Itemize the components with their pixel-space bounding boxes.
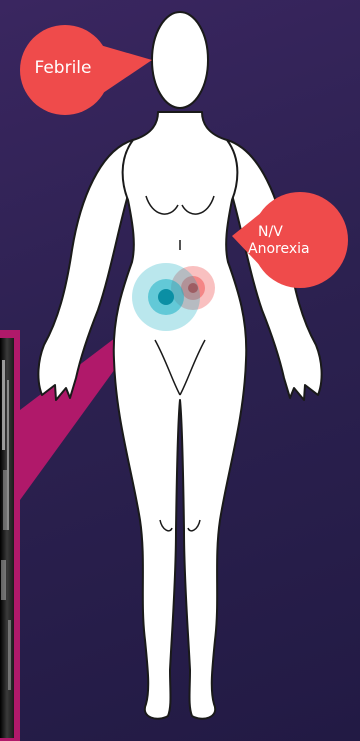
ultrasound-image xyxy=(0,330,20,741)
nausea-label-line2: Anorexia xyxy=(248,241,310,258)
pain-marker-rlq xyxy=(132,263,200,331)
nausea-label: N/V Anorexia xyxy=(248,224,310,258)
febrile-label: Febrile xyxy=(18,58,108,78)
nausea-label-line1: N/V xyxy=(258,224,310,241)
